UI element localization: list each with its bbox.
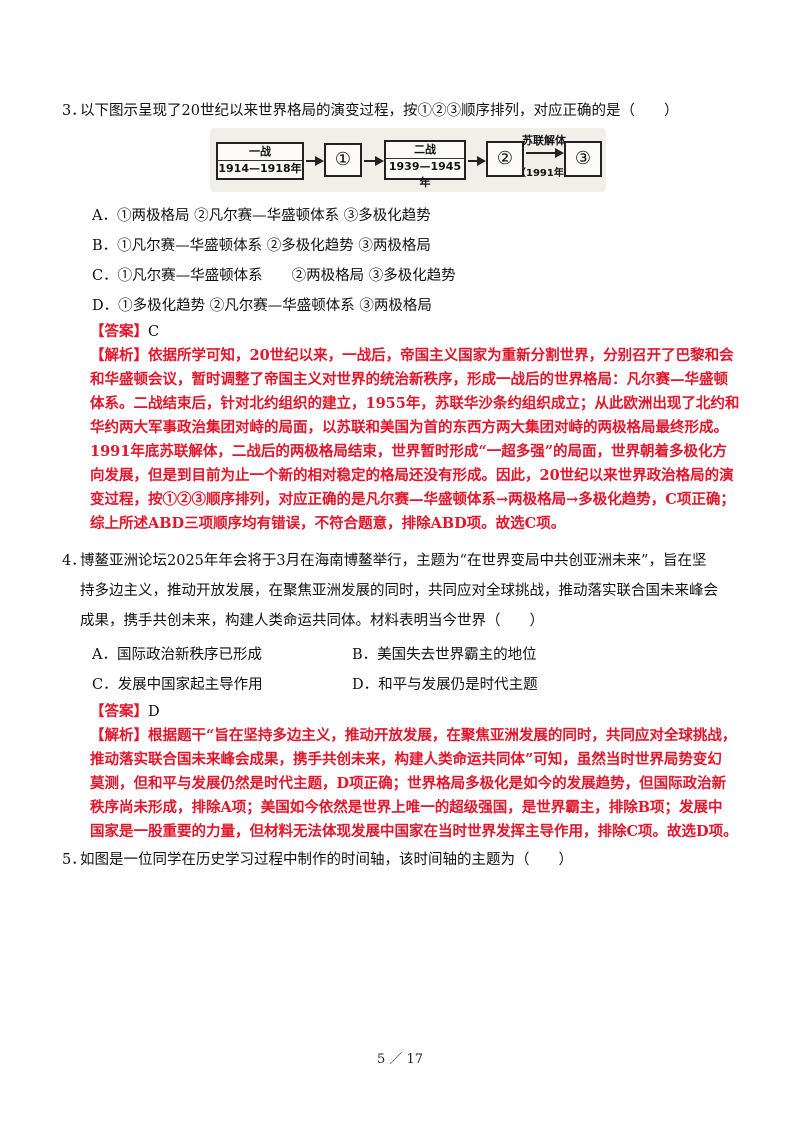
question-5: 5． 如图是一位同学在历史学习过程中制作的时间轴，该时间轴的主题为（ ） (62, 850, 752, 870)
blank-1-box: ① (324, 143, 362, 177)
analysis-block: 【解析】根据题干“旨在坚持多边主义，推动开放发展，在聚焦亚洲发展的同时，共同应对… (90, 724, 750, 844)
answer-tag: 【答案】 (90, 323, 148, 340)
world-pattern-diagram: 一战 1914—1918年 ① 二战 1939—1945年 ② 苏联解体 （19… (210, 128, 606, 192)
option-b: B．美国失去世界霸主的地位 (352, 647, 537, 663)
ussr-collapse-label: 苏联解体 (522, 134, 566, 147)
option-d: D．①多极化趋势 ②凡尔赛—华盛顿体系 ③两极格局 (92, 298, 432, 314)
option-c: C．发展中国家起主导作用 (92, 677, 263, 693)
question-number: 5． (62, 852, 86, 868)
analysis-line: 【解析】依据所学可知，20世纪以来，一战后，帝国主义国家为重新分割世界，分别召开… (90, 347, 734, 364)
question-text-line: 成果，携手共创未来，构建人类命运共同体。材料表明当今世界（ ） (80, 613, 544, 629)
analysis-line: 秩序尚未形成，排除A项；美国如今依然是世界上唯一的超级强国，是世界霸主，排除B项… (90, 799, 723, 816)
question-text-line: 博鳌亚洲论坛2025年年会将于3月在海南博鳌举行，主题为“在世界变局中共创亚洲未… (80, 553, 707, 569)
option-a: A．国际政治新秩序已形成 (92, 647, 262, 663)
arrow-icon (468, 156, 486, 166)
analysis-line: 国家是一股重要的力量，但材料无法体现发展中国家在当时世界发挥主导作用，排除C项。… (90, 823, 738, 840)
option-c: C．①凡尔赛—华盛顿体系 ②两极格局 ③多极化趋势 (92, 268, 456, 284)
analysis-line: 综上所述ABD三项顺序均有错误，不符合题意，排除ABD项。故选C项。 (90, 515, 566, 532)
question-4: 4． 博鳌亚洲论坛2025年年会将于3月在海南博鳌举行，主题为“在世界变局中共创… (62, 546, 752, 636)
option-d: D．和平与发展仍是时代主题 (352, 677, 538, 693)
answer-line: 【答案】C (90, 322, 159, 342)
question-text: 如图是一位同学在历史学习过程中制作的时间轴，该时间轴的主题为（ ） (80, 852, 573, 868)
answer-tag: 【答案】 (90, 703, 148, 720)
analysis-line: 体系。二战结束后，针对北约组织的建立，1955年，苏联华沙条约组织成立；从此欧洲… (90, 395, 740, 412)
option-b: B．①凡尔赛—华盛顿体系 ②多极化趋势 ③两极格局 (92, 238, 431, 254)
answer-value: D (148, 704, 160, 720)
wwi-box: 一战 1914—1918年 (216, 142, 304, 180)
analysis-line: 向发展，但是到目前为止一个新的相对稳定的格局还没有形成。因此，20世纪以来世界政… (90, 467, 734, 484)
analysis-block: 【解析】依据所学可知，20世纪以来，一战后，帝国主义国家为重新分割世界，分别召开… (90, 344, 750, 536)
blank-3-box: ③ (564, 141, 602, 177)
analysis-line: 变过程，按①②③顺序排列，对应正确的是凡尔赛—华盛顿体系→两极格局→多极化趋势，… (90, 491, 735, 508)
arrow-icon (306, 156, 324, 166)
wwi-label: 一战 (249, 145, 271, 158)
wwii-years: 1939—1945年 (386, 158, 464, 191)
analysis-line: 和华盛顿会议，暂时调整了帝国主义对世界的统治新秩序，形成一战后的世界格局：凡尔赛… (90, 371, 728, 388)
analysis-line: 推动落实联合国未来峰会成果，携手共创未来，构建人类命运共同体”可知，虽然当时世界… (90, 751, 722, 768)
wwi-years: 1914—1918年 (218, 160, 302, 175)
wwii-label: 二战 (414, 143, 436, 156)
ussr-collapse-year: （1991年） (516, 168, 574, 179)
analysis-line: 华约两大军事政治集团对峙的局面，以苏联和美国为首的东西方两大集团对峙的两极格局最… (90, 419, 728, 436)
blank-2-box: ② (486, 141, 524, 177)
answer-value: C (148, 324, 160, 340)
question-text: 以下图示呈现了20世纪以来世界格局的演变过程，按①②③顺序排列，对应正确的是（ … (80, 103, 679, 119)
answer-line: 【答案】D (90, 702, 160, 722)
page-number: 5 ／ 17 (376, 1052, 424, 1067)
wwii-box: 二战 1939—1945年 (384, 140, 466, 189)
question-number: 4． (62, 553, 86, 569)
analysis-line: 莫测，但和平与发展仍然是时代主题，D项正确；世界格局多极化是如今的发展趋势，但国… (90, 775, 727, 792)
analysis-line: 1991年底苏联解体，二战后的两极格局结束，世界暂时形成“一超多强”的局面，世界… (90, 443, 728, 460)
arrow-icon (526, 148, 564, 158)
option-a: A．①两极格局 ②凡尔赛—华盛顿体系 ③多极化趋势 (92, 208, 431, 224)
question-number: 3． (62, 103, 86, 119)
analysis-line: 【解析】根据题干“旨在坚持多边主义，推动开放发展，在聚焦亚洲发展的同时，共同应对… (90, 727, 737, 744)
question-3: 3． 以下图示呈现了20世纪以来世界格局的演变过程，按①②③顺序排列，对应正确的… (62, 101, 752, 121)
question-text-line: 持多边主义，推动开放发展，在聚焦亚洲发展的同时，共同应对全球挑战，推动落实联合国… (80, 583, 718, 599)
arrow-icon (364, 156, 384, 166)
